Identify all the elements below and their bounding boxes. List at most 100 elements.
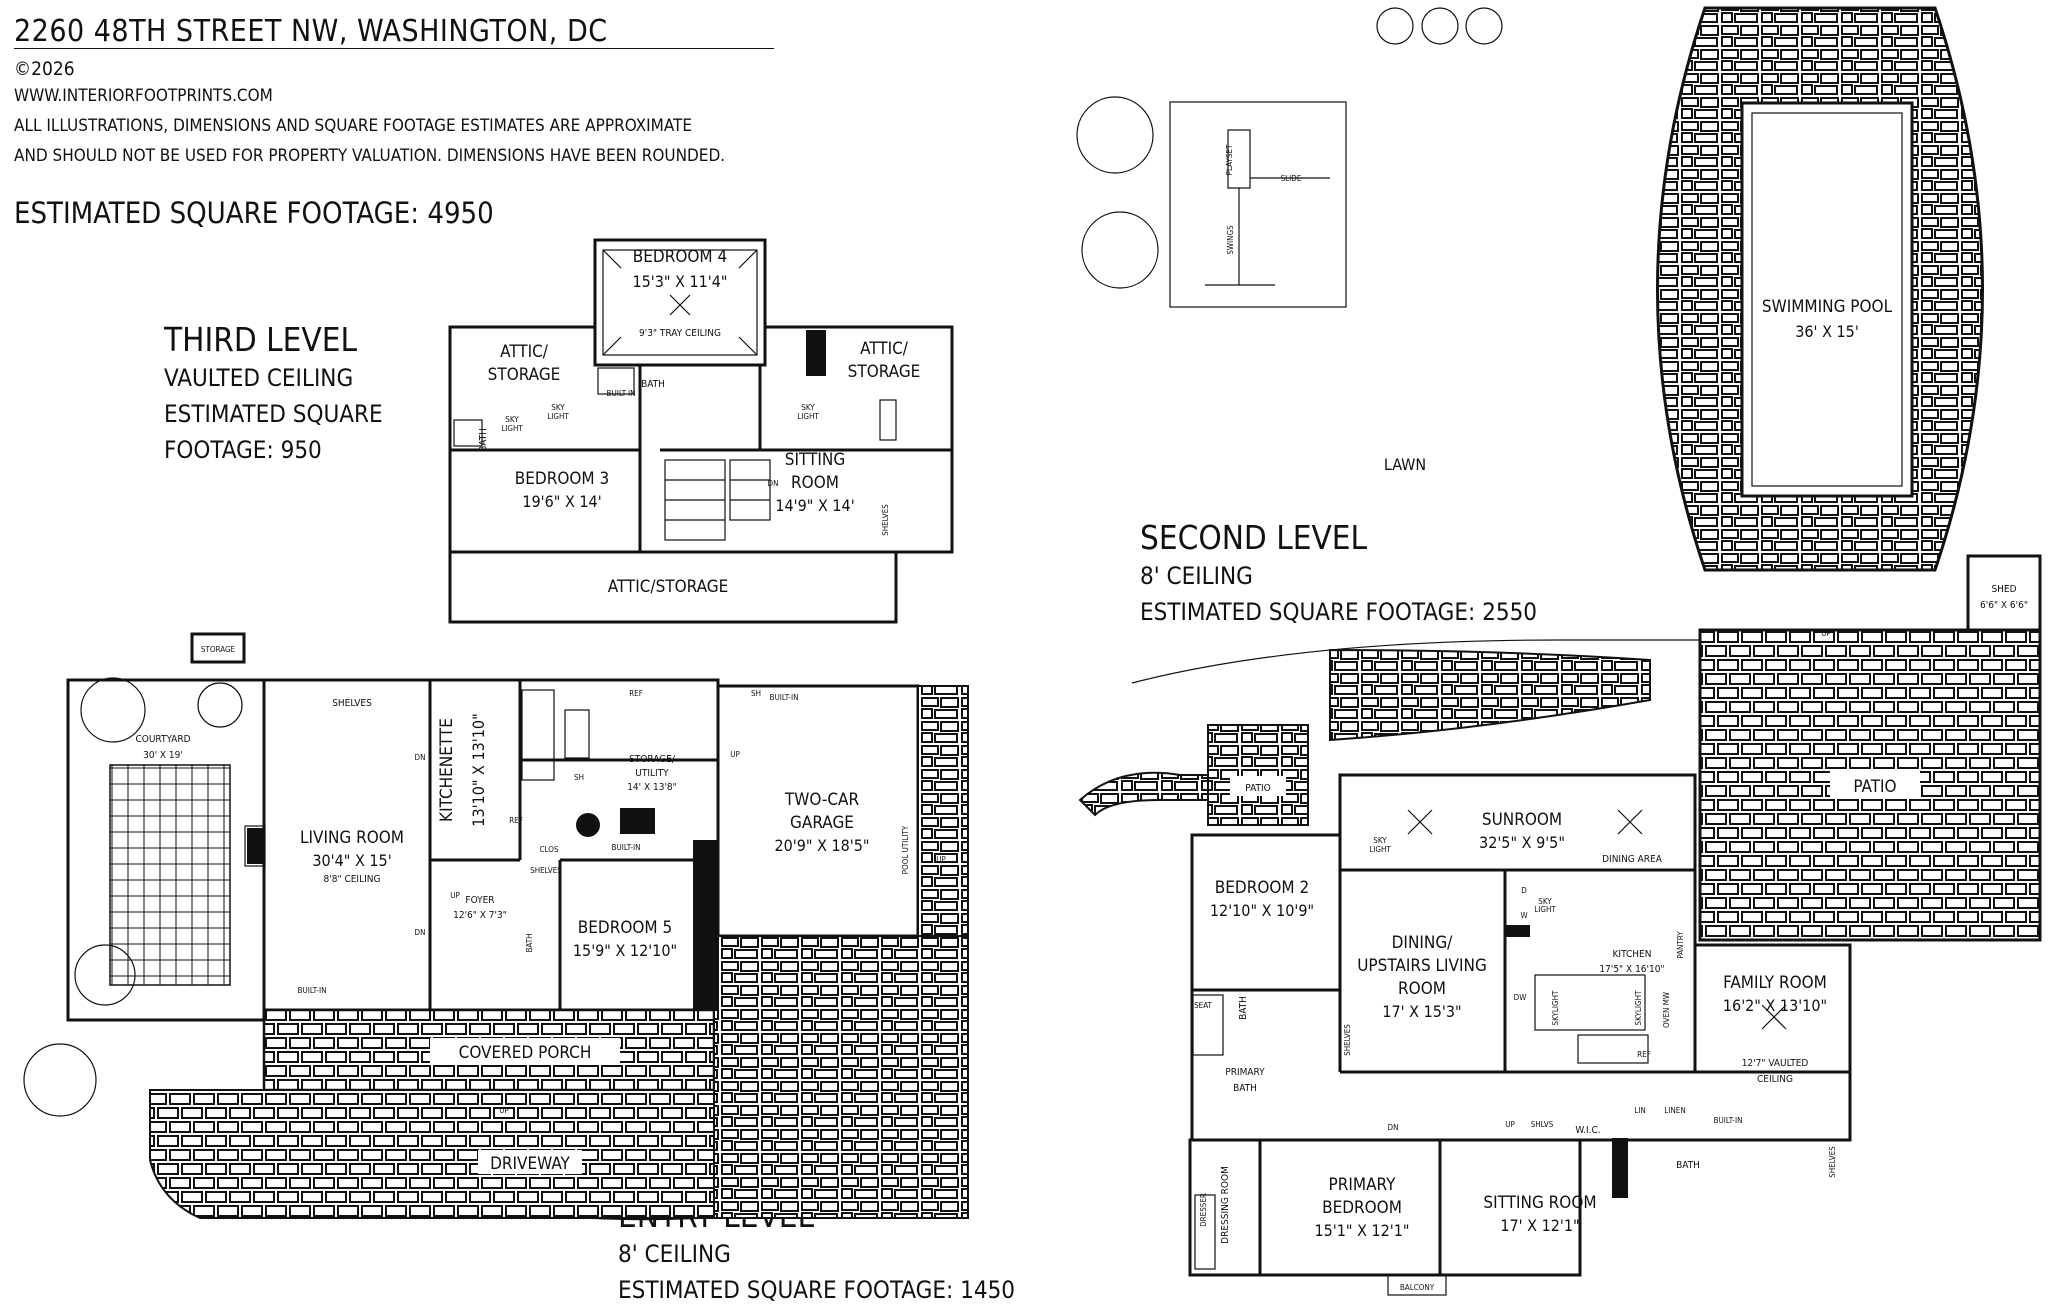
second-bath-vertical: BATH xyxy=(1238,996,1249,1020)
sunroom-label: SUNROOM xyxy=(1482,810,1562,830)
entry-fp-label: FP xyxy=(251,844,260,853)
second-level-plan: PLAYSET SLIDE SWINGS LAWN SWIMMING POOL … xyxy=(1076,6,2042,1296)
living-room-label: LIVING ROOM xyxy=(300,828,404,848)
entry-built-in-1: BUILT-IN xyxy=(612,843,641,852)
third-bath-label: BATH xyxy=(641,379,665,390)
skylight-right-2: LIGHT xyxy=(797,412,819,421)
entry-storage-label: STORAGE xyxy=(201,645,236,654)
sunroom-dim: 32'5" X 9'5" xyxy=(1479,833,1565,852)
kitchenette-label: KITCHENETTE xyxy=(437,718,457,822)
pantry-label: PANTRY xyxy=(1676,931,1685,959)
dresser-label: DRESSER xyxy=(1199,1193,1208,1227)
entry-ref-label-2: REF xyxy=(629,689,643,698)
entry-built-in-4: BUILT-IN xyxy=(695,951,704,980)
lawn-label: LAWN xyxy=(1384,455,1426,474)
second-level-caption: SECOND LEVEL 8' CEILING ESTIMATED SQUARE… xyxy=(1140,518,1537,630)
garage-label-2: GARAGE xyxy=(790,813,854,833)
third-level-title: THIRD LEVEL xyxy=(164,320,358,359)
entry-built-in-2: BUILT-IN xyxy=(298,986,327,995)
third-sitting-dim: 14'9" X 14' xyxy=(775,496,854,515)
entry-dn-label-2: DN xyxy=(415,928,426,937)
shed-label: SHED xyxy=(1991,584,2016,595)
seat-label: SEAT xyxy=(1194,1001,1212,1010)
washer-w-label: W xyxy=(1520,911,1527,920)
primary-bath-1: PRIMARY xyxy=(1225,1067,1265,1078)
courtyard-dim: 30' X 19' xyxy=(143,750,183,761)
third-level-ceiling: VAULTED CEILING xyxy=(164,364,354,392)
second-up-label: UP xyxy=(1505,1120,1515,1129)
covered-porch-label: COVERED PORCH xyxy=(459,1043,592,1063)
entry-built-in-3: BUILT-IN xyxy=(770,693,799,702)
entry-shelves-2: SHELVES xyxy=(530,866,562,875)
sunroom-sky-1: SKY xyxy=(1373,836,1387,845)
second-bath-label: BATH xyxy=(1676,1160,1700,1171)
tree-icon xyxy=(1076,96,1154,174)
shlvs-label: SHLVS xyxy=(1531,1120,1554,1129)
storage-utility-dim: 14' X 13'8" xyxy=(627,782,677,793)
second-shelves-right: SHELVES xyxy=(1828,1146,1837,1178)
dining-label-3: ROOM xyxy=(1398,979,1446,999)
ceiling-fan-icon xyxy=(1407,809,1433,835)
kitchen-dim: 17'5" X 16'10" xyxy=(1599,964,1664,975)
attic-left-line2: STORAGE xyxy=(488,365,561,385)
dining-label-1: DINING/ xyxy=(1392,933,1454,953)
entry-dn-label-1: DN xyxy=(415,753,426,762)
bedroom3-label: BEDROOM 3 xyxy=(515,469,609,489)
third-level-caption: THIRD LEVEL VAULTED CEILING ESTIMATED SQ… xyxy=(164,320,383,468)
living-room-ceiling: 8'8" CEILING xyxy=(324,874,381,885)
washer-d-label: D xyxy=(1521,886,1527,895)
primary-bath-2: BATH xyxy=(1233,1083,1257,1094)
attic-right-line2: STORAGE xyxy=(848,362,921,382)
pool-dim: 36' X 15' xyxy=(1795,322,1859,341)
address-title: 2260 48TH STREET NW, WASHINGTON, DC xyxy=(14,14,608,49)
entry-ref-label: REF xyxy=(509,816,523,825)
copyright: ©2026 xyxy=(14,58,75,80)
foyer-dim: 12'6" X 7'3" xyxy=(453,910,507,921)
third-shelves-label: SHELVES xyxy=(881,504,890,536)
website: WWW.INTERIORFOOTPRINTS.COM xyxy=(14,86,273,106)
kitchen-ref-label: REF xyxy=(1637,1050,1651,1059)
bedroom5-label: BEDROOM 5 xyxy=(578,918,672,938)
bedroom3-dim: 19'6" X 14' xyxy=(522,492,601,511)
balcony-label: BALCONY xyxy=(1400,1283,1435,1292)
bedroom5-dim: 15'9" X 12'10" xyxy=(573,941,677,960)
shed-dim: 6'6" X 6'6" xyxy=(1980,600,2028,611)
entry-fp-label-2: FP xyxy=(701,919,710,928)
tree-icon xyxy=(80,677,146,743)
bedroom4-ceiling-note: 9'3" TRAY CEILING xyxy=(639,328,721,339)
garage-dim: 20'9" X 18'5" xyxy=(774,836,869,855)
entry-up-label-3: UP xyxy=(499,1106,509,1115)
third-sitting-label-1: SITTING xyxy=(785,450,845,470)
sitting-room-dim: 17' X 12'1" xyxy=(1500,1216,1579,1235)
kitchen-dw-label: DW xyxy=(1514,993,1527,1002)
disclaimer-line-2: AND SHOULD NOT BE USED FOR PROPERTY VALU… xyxy=(14,146,726,166)
attic-bottom-label: ATTIC/STORAGE xyxy=(608,577,729,597)
second-dn-label: DN xyxy=(1388,1123,1399,1132)
sunroom-sky-2: LIGHT xyxy=(1369,845,1391,854)
patio-up-label: UP xyxy=(1821,629,1831,638)
second-shelves-label: SHELVES xyxy=(1343,1024,1352,1056)
entry-level-ceiling: 8' CEILING xyxy=(618,1240,731,1268)
skylight-left-1: SKY xyxy=(505,415,519,424)
kitchenette-dim: 13'10" X 13'10" xyxy=(469,713,488,826)
entry-shelves-label: SHELVES xyxy=(332,698,372,709)
linen-label: LINEN xyxy=(1664,1106,1685,1115)
swings-label: SWINGS xyxy=(1226,225,1235,255)
third-level-plan: BEDROOM 4 15'3" X 11'4" 9'3" TRAY CEILIN… xyxy=(448,238,954,624)
second-level-ceiling: 8' CEILING xyxy=(1140,562,1253,590)
third-level-sqft-2: FOOTAGE: 950 xyxy=(164,436,322,464)
primary-bedroom-2: BEDROOM xyxy=(1322,1198,1402,1218)
slide-label: SLIDE xyxy=(1281,174,1302,183)
playset-label: PLAYSET xyxy=(1225,144,1234,175)
primary-bedroom-1: PRIMARY xyxy=(1329,1175,1397,1195)
bedroom2-dim: 12'10" X 10'9" xyxy=(1210,901,1314,920)
kitchen-label: KITCHEN xyxy=(1613,949,1652,960)
dining-area-label: DINING AREA xyxy=(1602,854,1663,865)
bedroom4-label: BEDROOM 4 xyxy=(633,247,727,267)
kitchen-sky-2: LIGHT xyxy=(1534,905,1556,914)
pool-utility-label: POOL UTILITY xyxy=(901,825,910,874)
family-room-dim: 16'2" X 13'10" xyxy=(1723,996,1827,1015)
wic-label: W.I.C. xyxy=(1575,1125,1600,1136)
